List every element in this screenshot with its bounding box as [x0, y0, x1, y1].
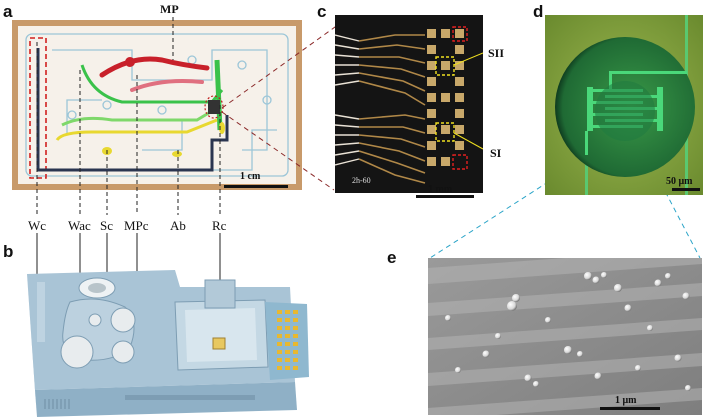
- panel-label-d: d: [533, 2, 544, 21]
- panel-a-scale-label: 1 cm: [240, 171, 261, 182]
- panel-label-a: a: [3, 2, 13, 21]
- panel-e-scale-bar: [600, 407, 660, 410]
- chip-text: 2h-60: [352, 176, 371, 185]
- sii-label: SII: [488, 46, 505, 60]
- callout-ab: Ab: [170, 218, 186, 233]
- panel-label-c: c: [317, 2, 327, 21]
- panel-d-sensor-micrograph: [545, 15, 703, 195]
- panel-d-scale-bar: [672, 188, 700, 191]
- callout-mpc: MPc: [124, 218, 149, 233]
- panel-label-b: b: [3, 242, 14, 261]
- panel-e-scale-label: 1 μm: [615, 395, 637, 406]
- callout-rc: Rc: [212, 218, 227, 233]
- mp-label: MP: [160, 2, 179, 16]
- panel-e-sem-image: [428, 258, 702, 415]
- panel-label-e: e: [387, 248, 397, 267]
- panel-a-chip-layout: [12, 20, 302, 190]
- panel-c-scale-label: 1 mm: [428, 184, 453, 195]
- panel-d-scale-label: 50 μm: [666, 176, 693, 187]
- panel-b-cartridge: [15, 262, 315, 417]
- panel-c-chip-photo: [335, 15, 483, 193]
- callout-wac: Wac: [68, 218, 91, 233]
- callout-wc: Wc: [28, 218, 47, 233]
- si-label: SI: [490, 146, 502, 160]
- panel-c-scale-bar: [416, 195, 474, 198]
- callout-sc: Sc: [100, 218, 113, 233]
